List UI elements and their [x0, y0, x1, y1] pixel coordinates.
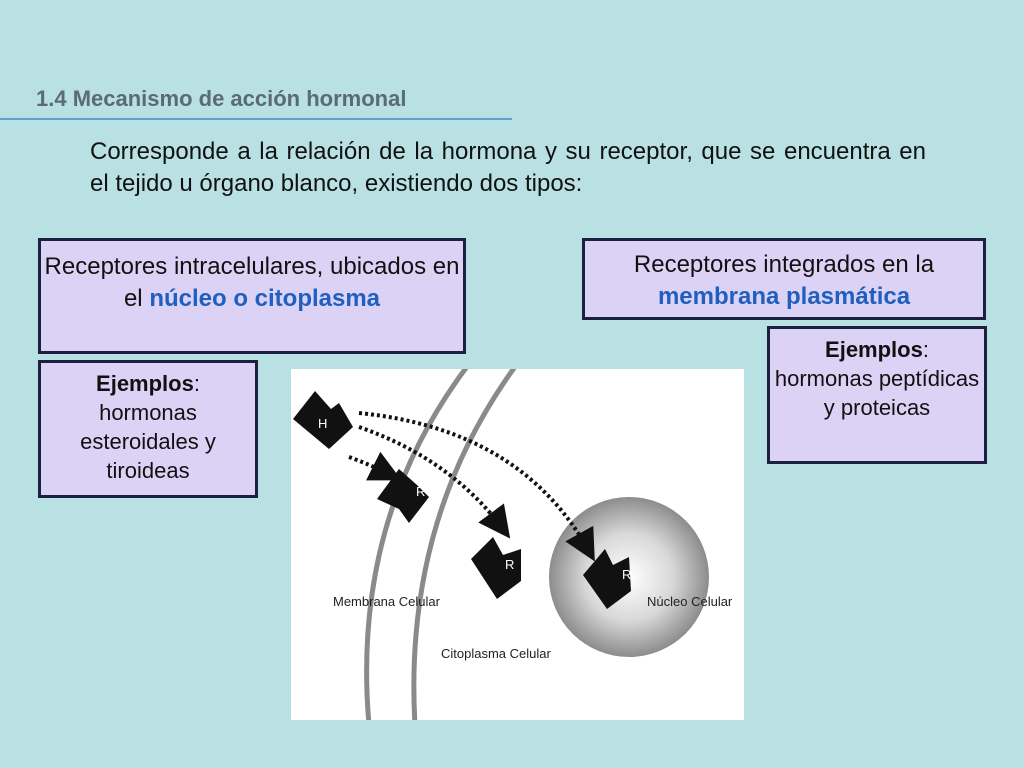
arrow-to-membrane-receptor [348, 451, 402, 481]
diagram-svg: H R R R Membrana Celular Citoplasma Celu… [293, 369, 733, 720]
hormone-label: H [318, 416, 327, 431]
membrane-outer-arc [364, 369, 469, 720]
intracellular-receptors-text: Receptores intracelulares, ubicados en e… [44, 253, 460, 312]
intracellular-receptors-highlight: núcleo o citoplasma [149, 285, 381, 312]
intracellular-receptors-box: Receptores intracelulares, ubicados en e… [38, 238, 466, 354]
receptor-label-3: R [622, 567, 631, 582]
arrow-to-cytoplasm-receptor [358, 425, 511, 539]
arrow-to-nucleus-receptor [358, 411, 595, 562]
receptor-label-1: R [416, 484, 425, 499]
receptor-shape-cytoplasm [471, 537, 521, 599]
membrane-label: Membrana Celular [333, 594, 441, 609]
examples-right-text: hormonas peptídicas y proteicas [774, 366, 980, 420]
intro-paragraph: Corresponde a la relación de la hormona … [90, 138, 926, 197]
title-underline [0, 118, 512, 120]
examples-right-box: Ejemplos: hormonas peptídicas y proteica… [767, 326, 987, 464]
examples-right-colon: : [922, 337, 929, 362]
nucleus-label: Núcleo Celular [647, 594, 733, 609]
receptor-shape-membrane [377, 469, 429, 523]
examples-left-text: hormonas esteroidales y tiroideas [80, 400, 216, 483]
membrane-inner-arc [411, 369, 517, 720]
membrane-receptors-box: Receptores integrados en la membrana pla… [582, 238, 986, 320]
receptor-label-2: R [505, 557, 514, 572]
membrane-receptors-highlight: membrana plasmática [657, 283, 911, 310]
examples-left-colon: : [193, 371, 200, 396]
membrane-receptors-text: Receptores integrados en la [633, 251, 935, 278]
examples-left-box: Ejemplos: hormonas esteroidales y tiroid… [38, 360, 258, 498]
examples-right-label: Ejemplos [825, 337, 923, 362]
cytoplasm-label: Citoplasma Celular [441, 646, 551, 661]
hormone-shape [293, 391, 353, 449]
slide-title: 1.4 Mecanismo de acción hormonal [36, 86, 407, 111]
hormone-receptor-diagram: H R R R Membrana Celular Citoplasma Celu… [291, 369, 744, 720]
examples-left-label: Ejemplos [96, 371, 194, 396]
receptor-shape-nucleus [583, 549, 631, 609]
